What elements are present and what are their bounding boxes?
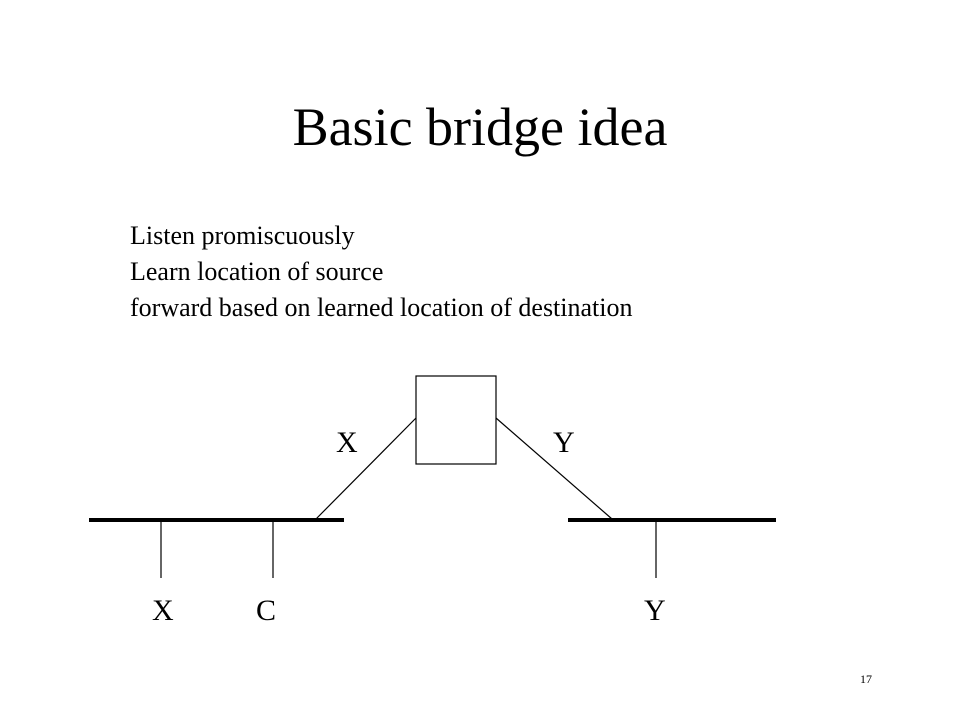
bullet-listen: Listen promiscuously bbox=[130, 221, 355, 250]
slide-title: Basic bridge idea bbox=[292, 97, 668, 157]
bridge-link-left bbox=[315, 417, 417, 520]
bridge-port-left-label: X bbox=[336, 426, 358, 459]
bullet-learn: Learn location of source bbox=[130, 257, 384, 286]
bullet-list: Listen promiscuously Learn location of s… bbox=[130, 218, 633, 326]
host-label-x: X bbox=[152, 594, 174, 627]
bullet-forward: forward based on learned location of des… bbox=[130, 293, 633, 322]
host-label-y: Y bbox=[644, 594, 666, 627]
bridge-link-right bbox=[495, 417, 613, 520]
bridge-box bbox=[415, 375, 497, 465]
page-number: 17 bbox=[860, 672, 872, 686]
host-label-c: C bbox=[256, 594, 277, 627]
bridge-port-right-label: Y bbox=[553, 426, 575, 459]
